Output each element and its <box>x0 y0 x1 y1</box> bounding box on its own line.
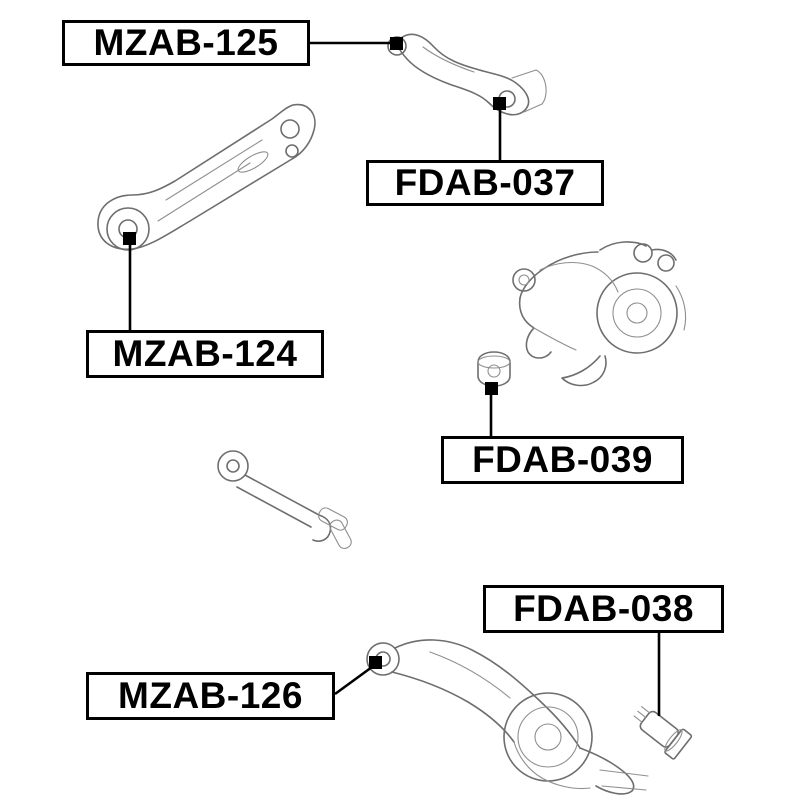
bolt-with-bushing-drawing <box>633 706 693 760</box>
rear-lower-control-arm-drawing <box>366 639 649 795</box>
connector-square-mzab-125 <box>390 37 403 50</box>
connector-square-mzab-124 <box>123 232 136 245</box>
rear-knuckle-drawing <box>512 241 687 387</box>
rear-upper-control-arm-drawing <box>387 33 547 116</box>
leader-line-mzab-126 <box>334 665 373 696</box>
rear-trailing-arm-drawing <box>97 103 316 251</box>
connector-square-mzab-126 <box>369 656 382 669</box>
rear-lateral-link-drawing <box>217 450 352 549</box>
part-label-mzab-125: MZAB-125 <box>62 20 310 66</box>
part-label-fdab-038: FDAB-038 <box>483 585 724 633</box>
part-label-fdab-037: FDAB-037 <box>366 160 604 206</box>
knuckle-bushing-drawing <box>477 351 511 387</box>
part-label-fdab-039: FDAB-039 <box>441 436 684 484</box>
connector-square-fdab-039 <box>485 382 498 395</box>
connector-square-fdab-037 <box>493 97 506 110</box>
part-label-mzab-124: MZAB-124 <box>86 330 324 378</box>
part-label-mzab-126: MZAB-126 <box>86 672 335 720</box>
